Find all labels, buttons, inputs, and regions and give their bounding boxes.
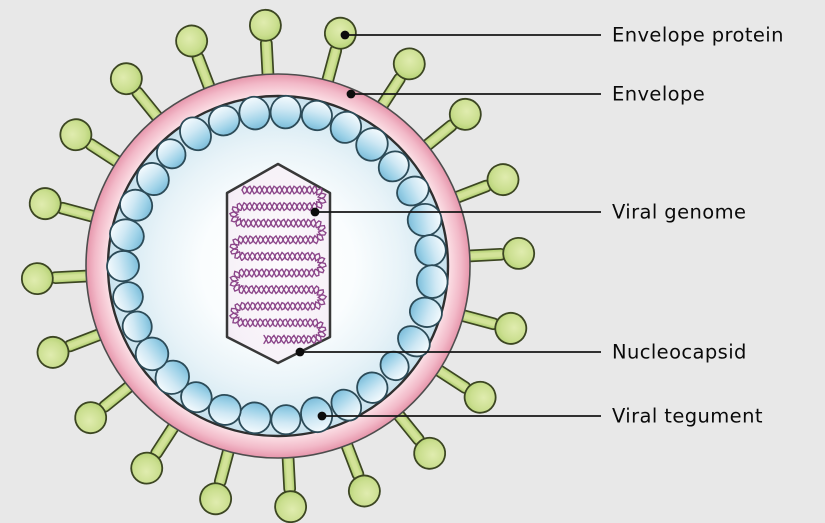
spike-head	[274, 490, 308, 523]
callout-label: Envelope	[612, 83, 705, 106]
tegument-blob	[106, 250, 140, 283]
callout-label: Nucleocapsid	[612, 341, 747, 364]
callout-label: Viral genome	[612, 201, 746, 224]
spike-head	[59, 118, 93, 152]
tegument-blob	[355, 127, 389, 162]
nucleocapsid-shell	[225, 162, 332, 365]
envelope-protein-spike	[175, 24, 220, 104]
genome-strand	[229, 185, 328, 345]
tegument-blob	[136, 162, 170, 196]
spike-head	[323, 16, 357, 50]
tegument-blob	[238, 95, 271, 131]
callout-label: Viral tegument	[612, 405, 763, 428]
tegument-blob	[155, 138, 187, 170]
spike-head	[130, 451, 164, 485]
spike-head	[248, 8, 282, 42]
tegument-blob	[112, 281, 144, 313]
spike-head	[175, 24, 209, 58]
tegument-blob	[379, 350, 410, 382]
spike-head	[392, 47, 426, 81]
tegument-blob	[121, 310, 153, 343]
tegument-blob	[330, 388, 363, 422]
spike-head	[347, 474, 381, 508]
tegument-blob	[356, 371, 389, 404]
callout-dot	[340, 30, 350, 40]
spike-head	[413, 436, 447, 470]
tegument-blob	[377, 150, 410, 183]
tegument-blob	[270, 404, 302, 436]
spike-head	[494, 311, 528, 345]
tegument-blob	[396, 175, 430, 207]
tegument-blob	[269, 94, 302, 130]
spike-head	[28, 187, 62, 221]
spike-head	[36, 335, 70, 369]
tegument-blob	[300, 99, 333, 132]
callout-dot	[295, 347, 305, 357]
tegument-blob	[179, 116, 212, 152]
envelope-protein-spikes-group	[20, 8, 536, 523]
callout-dot	[310, 207, 320, 217]
spike-head	[486, 163, 520, 197]
tegument-blob	[415, 264, 449, 299]
spike-head	[448, 97, 482, 131]
viral-genome-layer	[228, 185, 328, 345]
callout-dot	[317, 411, 327, 421]
spike-head	[20, 262, 54, 296]
callout-label: Envelope protein	[612, 24, 784, 47]
tegument-blob	[300, 396, 334, 434]
spike-head	[74, 401, 108, 435]
tegument-layer	[106, 94, 449, 436]
spike-head	[463, 380, 497, 414]
spike-head	[199, 482, 233, 516]
tegument-blob	[408, 296, 443, 328]
nucleocapsid-layer	[225, 162, 332, 365]
spike-head	[109, 62, 143, 96]
spike-head	[502, 236, 536, 270]
tegument-blob	[207, 104, 241, 137]
callout-dot	[346, 89, 356, 99]
genome-strand	[228, 185, 327, 344]
